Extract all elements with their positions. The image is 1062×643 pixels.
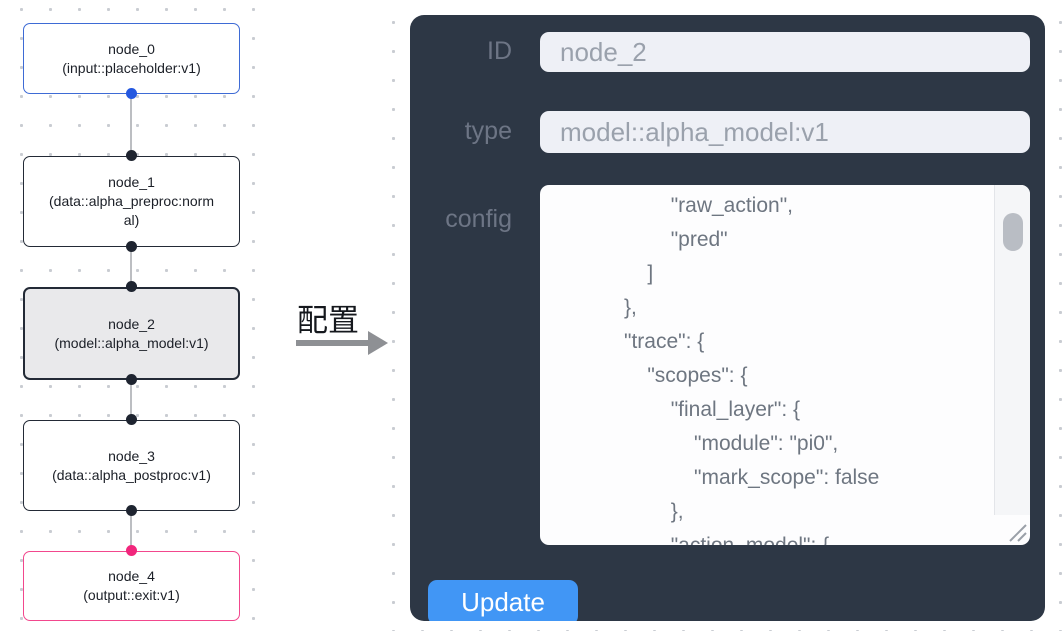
arrow-shaft bbox=[296, 340, 370, 346]
edge-node2-node3 bbox=[130, 380, 132, 420]
node-title: node_2 bbox=[108, 315, 155, 332]
flow-node-3[interactable]: node_3 (data::alpha_postproc:v1) bbox=[23, 420, 240, 511]
configure-label: 配置 bbox=[297, 303, 359, 338]
config-scrollbar-thumb[interactable] bbox=[1003, 213, 1023, 251]
node-subtitle: (data::alpha_postproc:v1) bbox=[52, 466, 211, 483]
handle-node2-target[interactable] bbox=[126, 281, 137, 292]
node-subtitle: (model::alpha_model:v1) bbox=[54, 334, 209, 351]
handle-node1-source[interactable] bbox=[126, 241, 137, 252]
config-json-text[interactable]: "raw_action", "pred" ] }, "trace": { "sc… bbox=[624, 194, 880, 545]
edge-node1-node2 bbox=[130, 247, 132, 287]
resize-handle-icon[interactable] bbox=[1004, 519, 1028, 543]
node-title: node_3 bbox=[108, 447, 155, 464]
flow-node-4[interactable]: node_4 (output::exit:v1) bbox=[23, 551, 240, 621]
node-subtitle: (input::placeholder:v1) bbox=[62, 59, 201, 76]
arrow-right-icon bbox=[296, 331, 390, 355]
node-title: node_1 bbox=[108, 174, 155, 190]
id-field-label: ID bbox=[487, 37, 512, 65]
type-field-label: type bbox=[464, 117, 512, 145]
handle-node4-target[interactable] bbox=[126, 545, 137, 556]
flow-node-1[interactable]: node_1 (data::alpha_preproc:normal) bbox=[23, 156, 240, 247]
arrow-head bbox=[368, 331, 388, 355]
handle-node3-source[interactable] bbox=[126, 505, 137, 516]
config-scrollbar-track[interactable] bbox=[994, 185, 1030, 515]
config-field-label: config bbox=[445, 205, 512, 233]
node-subtitle: (output::exit:v1) bbox=[83, 587, 180, 603]
node-title: node_0 bbox=[108, 40, 155, 57]
flow-node-2[interactable]: node_2 (model::alpha_model:v1) bbox=[23, 287, 240, 380]
edge-node3-node4 bbox=[130, 511, 132, 551]
config-editor[interactable]: "raw_action", "pred" ] }, "trace": { "sc… bbox=[540, 185, 1030, 545]
handle-node2-source[interactable] bbox=[126, 374, 137, 385]
handle-node3-target[interactable] bbox=[126, 414, 137, 425]
config-panel: ID type config "raw_action", "pred" ] },… bbox=[410, 15, 1045, 621]
node-title: node_4 bbox=[108, 568, 155, 584]
edge-node0-node1 bbox=[130, 94, 132, 156]
handle-node1-target[interactable] bbox=[126, 150, 137, 161]
type-input[interactable] bbox=[540, 111, 1030, 153]
node-subtitle: (data::alpha_preproc:normal) bbox=[49, 193, 214, 228]
id-input[interactable] bbox=[540, 32, 1030, 72]
update-button[interactable]: Update bbox=[428, 580, 578, 621]
handle-node0-source[interactable] bbox=[126, 88, 137, 99]
flow-node-0[interactable]: node_0 (input::placeholder:v1) bbox=[23, 23, 240, 94]
